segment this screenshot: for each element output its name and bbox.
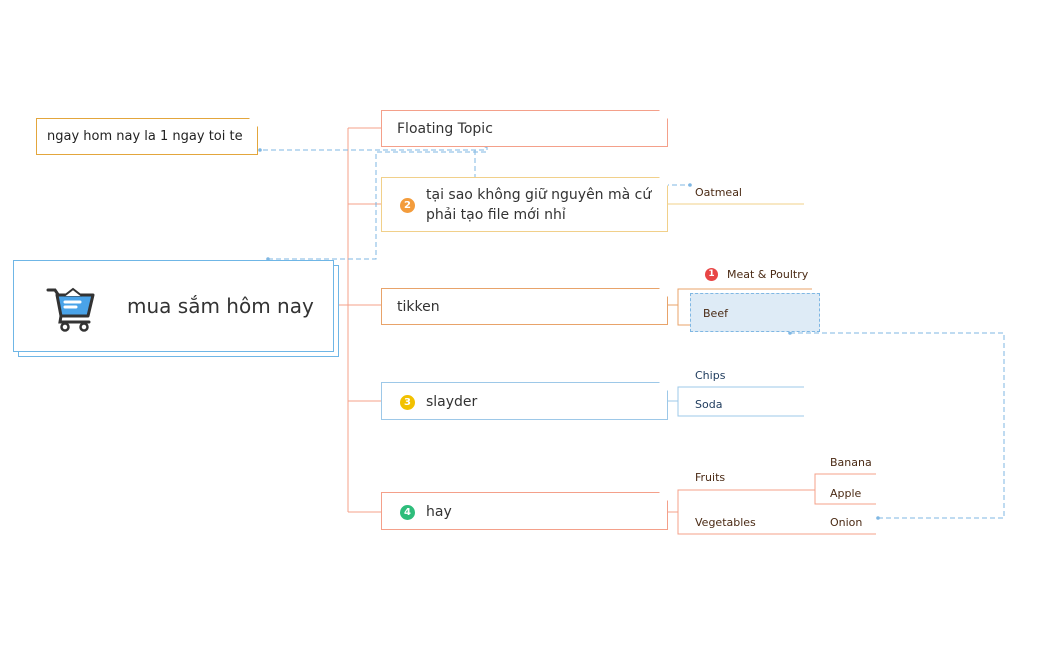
priority-1-icon: 1: [705, 268, 718, 281]
central-topic-label: mua sắm hôm nay: [127, 294, 314, 318]
topic-slayder[interactable]: 3 slayder: [381, 382, 668, 420]
subtopic-banana[interactable]: Banana: [830, 456, 872, 469]
topic-tai-sao[interactable]: 2 tại sao không giữ nguyên mà cứ phải tạ…: [381, 177, 668, 232]
subtopic-vegetables[interactable]: Vegetables: [695, 516, 756, 529]
shopping-cart-icon: [46, 287, 95, 332]
topic-floating-topic-label: Floating Topic: [397, 121, 493, 137]
topic-tai-sao-line2: phải tạo file mới nhỉ: [426, 207, 566, 223]
subtopic-onion[interactable]: Onion: [830, 516, 863, 529]
subtopic-apple[interactable]: Apple: [830, 487, 862, 500]
topic-slayder-label: slayder: [426, 394, 478, 410]
subtopic-fruits[interactable]: Fruits: [695, 471, 726, 484]
subtopic-meat-poultry[interactable]: Meat & Poultry: [727, 268, 809, 281]
priority-2-icon: 2: [400, 198, 415, 213]
subtopic-soda[interactable]: Soda: [695, 398, 723, 411]
topic-tai-sao-line1: tại sao không giữ nguyên mà cứ: [426, 187, 652, 203]
subtopic-oatmeal[interactable]: Oatmeal: [695, 186, 742, 199]
selected-subtopic-beef[interactable]: [690, 293, 820, 332]
priority-4-icon: 4: [400, 505, 415, 520]
topic-floating-topic[interactable]: Floating Topic: [381, 110, 668, 147]
main-branches: [334, 127, 381, 513]
subtopic-chips[interactable]: Chips: [695, 369, 726, 382]
floating-note-label: ngay hom nay la 1 ngay toi te: [47, 129, 243, 144]
topic-tikken-label: tikken: [397, 299, 440, 315]
topic-hay-label: hay: [426, 504, 452, 520]
subtopic-beef[interactable]: Beef: [703, 307, 728, 320]
floating-note[interactable]: ngay hom nay la 1 ngay toi te: [36, 118, 258, 155]
topic-tikken[interactable]: tikken: [381, 288, 668, 325]
topic-hay[interactable]: 4 hay: [381, 492, 668, 530]
priority-3-icon: 3: [400, 395, 415, 410]
